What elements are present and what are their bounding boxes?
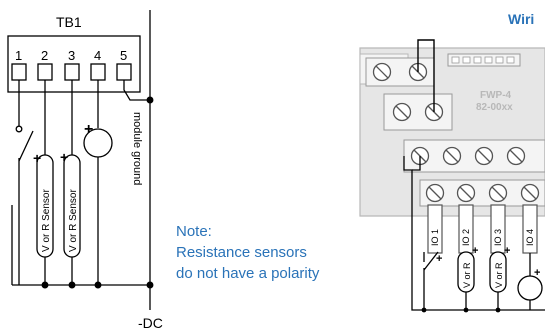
io-sensor-2-body [489, 251, 507, 293]
dc-label: -DC [138, 315, 163, 331]
module-ground-wire [123, 80, 150, 101]
sensor-2-plus-sign: + [60, 149, 68, 165]
terminal-5 [116, 63, 132, 81]
jumper-wire [417, 39, 435, 112]
io-switch-lever [423, 251, 439, 271]
io-sensor-2-plus: + [504, 245, 510, 257]
switch-plus-sign: + [33, 150, 41, 166]
io-switch-plus: + [436, 253, 442, 265]
io-sensor-1-label: V or R [462, 262, 472, 288]
module-illustration [359, 39, 545, 313]
io-sensor-1-plus: + [472, 245, 478, 257]
io-label-4: IO 4 [525, 229, 535, 246]
terminal-number-5: 5 [120, 48, 127, 63]
terminal-2 [37, 63, 53, 81]
note-line-2: Resistance sensors [176, 244, 307, 261]
io-voltage-source [517, 275, 543, 301]
screw-row-upper [410, 146, 526, 166]
io-label-2: IO 2 [461, 229, 471, 246]
io-label-3: IO 3 [493, 229, 503, 246]
terminal-1 [11, 63, 27, 81]
module-name: FWP-4 [480, 90, 512, 101]
sensor-2-label: V or R Sensor [68, 189, 79, 252]
note-line-3: do not have a polarity [176, 265, 320, 282]
terminal-number-2: 2 [41, 48, 48, 63]
sensor-1-label: V or R Sensor [41, 189, 52, 252]
io-label-1: IO 1 [430, 229, 440, 246]
io-sensor-1-body [457, 251, 475, 293]
note-line-1: Note: [176, 223, 212, 240]
switch-lever [18, 130, 34, 162]
top-screw-1 [372, 62, 392, 82]
terminal-block-tb1 [7, 35, 141, 93]
module-body [359, 47, 545, 217]
wiring-title: Wiri [508, 11, 534, 27]
io-source-plus: + [534, 267, 540, 279]
source-plus-sign: + [84, 121, 93, 138]
terminal-number-3: 3 [68, 48, 75, 63]
tb1-label: TB1 [56, 14, 82, 30]
io-sensor-2-label: V or R [494, 262, 504, 288]
screw-row-lower [425, 183, 540, 203]
mid-screw-1 [392, 102, 412, 122]
terminal-number-4: 4 [94, 48, 101, 63]
module-ground-label: module ground [131, 112, 143, 185]
terminal-number-1: 1 [15, 48, 22, 63]
left-schematic [7, 10, 154, 310]
module-part: 82-00xx [476, 102, 513, 113]
terminal-3 [64, 63, 80, 81]
terminal-4 [90, 63, 106, 81]
